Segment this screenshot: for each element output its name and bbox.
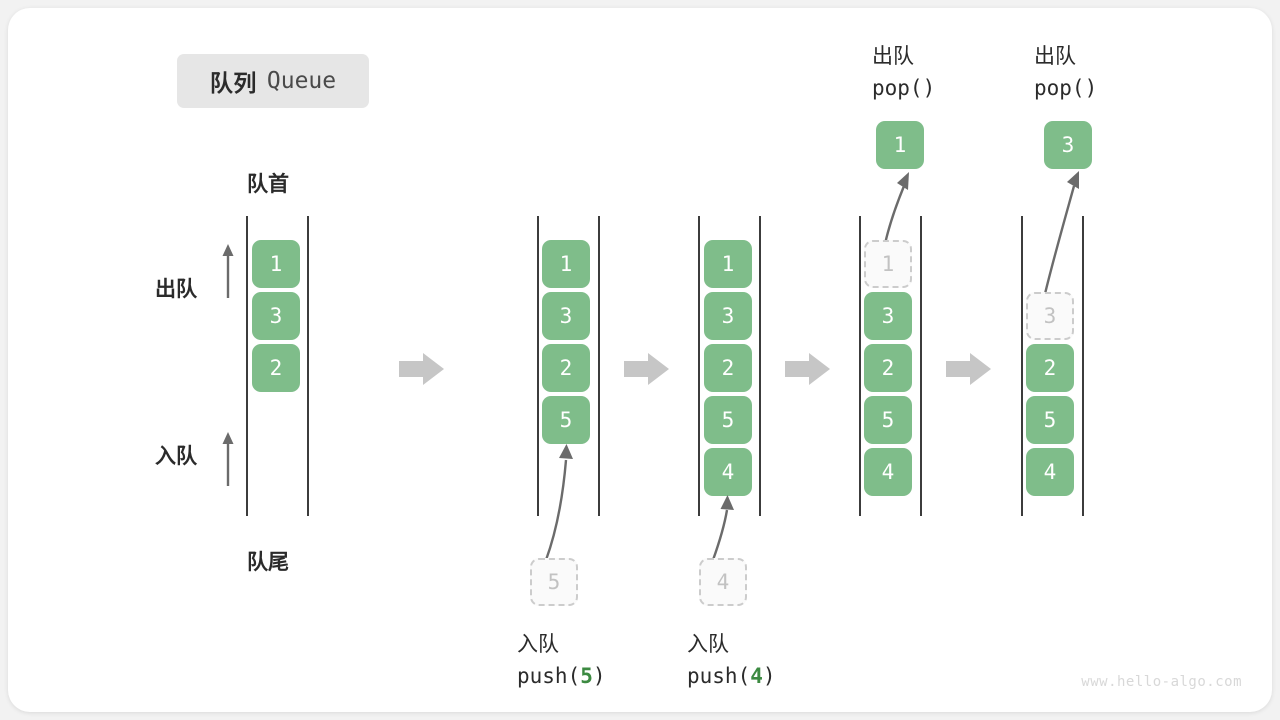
queue-item-new: 4 [704, 448, 752, 496]
op-label-zh: 入队 [517, 633, 559, 656]
queue-item: 1 [704, 240, 752, 288]
enqueue-arrow-icon [222, 432, 234, 486]
ghost-item: 4 [699, 558, 747, 606]
queue-rail-left-2 [537, 216, 539, 516]
ghost-item: 3 [1026, 292, 1074, 340]
queue-item: 2 [1026, 344, 1074, 392]
dequeue-motion-arrow-icon [1042, 171, 1079, 299]
popped-item: 3 [1044, 121, 1092, 169]
diagram-card: 队列 Queue 队首 1 3 2 出队 入队 队尾 [8, 8, 1272, 712]
queue-item: 3 [252, 292, 300, 340]
op-label-zh: 入队 [687, 633, 729, 656]
queue-item: 2 [704, 344, 752, 392]
queue-rail-left-5 [1021, 216, 1023, 516]
op-label-code: pop() [872, 76, 936, 100]
queue-item: 3 [542, 292, 590, 340]
transition-arrow-icon [624, 353, 669, 385]
queue-item: 3 [864, 292, 912, 340]
op-label-dequeue-3: 出队 pop() [1034, 40, 1097, 100]
op-label-code: push(4) [687, 664, 776, 688]
enqueue-motion-arrow-icon [544, 444, 573, 561]
title-badge: 队列 Queue [177, 54, 369, 108]
queue-rail-right-1 [307, 216, 309, 516]
queue-item: 3 [704, 292, 752, 340]
dequeue-label: 出队 [155, 278, 197, 301]
ghost-item: 1 [864, 240, 912, 288]
transition-arrow-icon [785, 353, 830, 385]
op-label-enqueue-5: 入队 push(5) [517, 628, 606, 688]
queue-rail-right-4 [920, 216, 922, 516]
op-label-dequeue-1: 出队 pop() [872, 40, 935, 100]
watermark: www.hello-algo.com [1081, 674, 1242, 690]
queue-rail-right-3 [759, 216, 761, 516]
ghost-item: 5 [530, 558, 578, 606]
title-en: Queue [266, 68, 337, 94]
head-label: 队首 [247, 173, 289, 196]
popped-item: 1 [876, 121, 924, 169]
enqueue-motion-arrow-icon [711, 495, 734, 561]
queue-item: 2 [864, 344, 912, 392]
dequeue-motion-arrow-icon [883, 172, 909, 245]
queue-item: 2 [542, 344, 590, 392]
queue-rail-left-3 [698, 216, 700, 516]
transition-arrow-icon [399, 353, 444, 385]
transition-arrow-icon [946, 353, 991, 385]
op-label-code: pop() [1034, 76, 1098, 100]
queue-item: 5 [864, 396, 912, 444]
title-zh: 队列 [209, 70, 257, 96]
queue-rail-right-2 [598, 216, 600, 516]
queue-item: 5 [1026, 396, 1074, 444]
queue-rail-right-5 [1082, 216, 1084, 516]
queue-rail-left-1 [246, 216, 248, 516]
enqueue-label: 入队 [155, 445, 197, 468]
queue-item: 4 [864, 448, 912, 496]
queue-rail-left-4 [859, 216, 861, 516]
queue-item: 2 [252, 344, 300, 392]
dequeue-arrow-icon [222, 244, 234, 298]
queue-item: 1 [252, 240, 300, 288]
queue-item: 5 [704, 396, 752, 444]
op-label-enqueue-4: 入队 push(4) [687, 628, 776, 688]
queue-item: 4 [1026, 448, 1074, 496]
op-label-code: push(5) [517, 664, 606, 688]
tail-label: 队尾 [247, 551, 289, 574]
queue-item-new: 5 [542, 396, 590, 444]
op-label-zh: 出队 [1034, 45, 1076, 68]
op-label-zh: 出队 [872, 45, 914, 68]
queue-item: 1 [542, 240, 590, 288]
